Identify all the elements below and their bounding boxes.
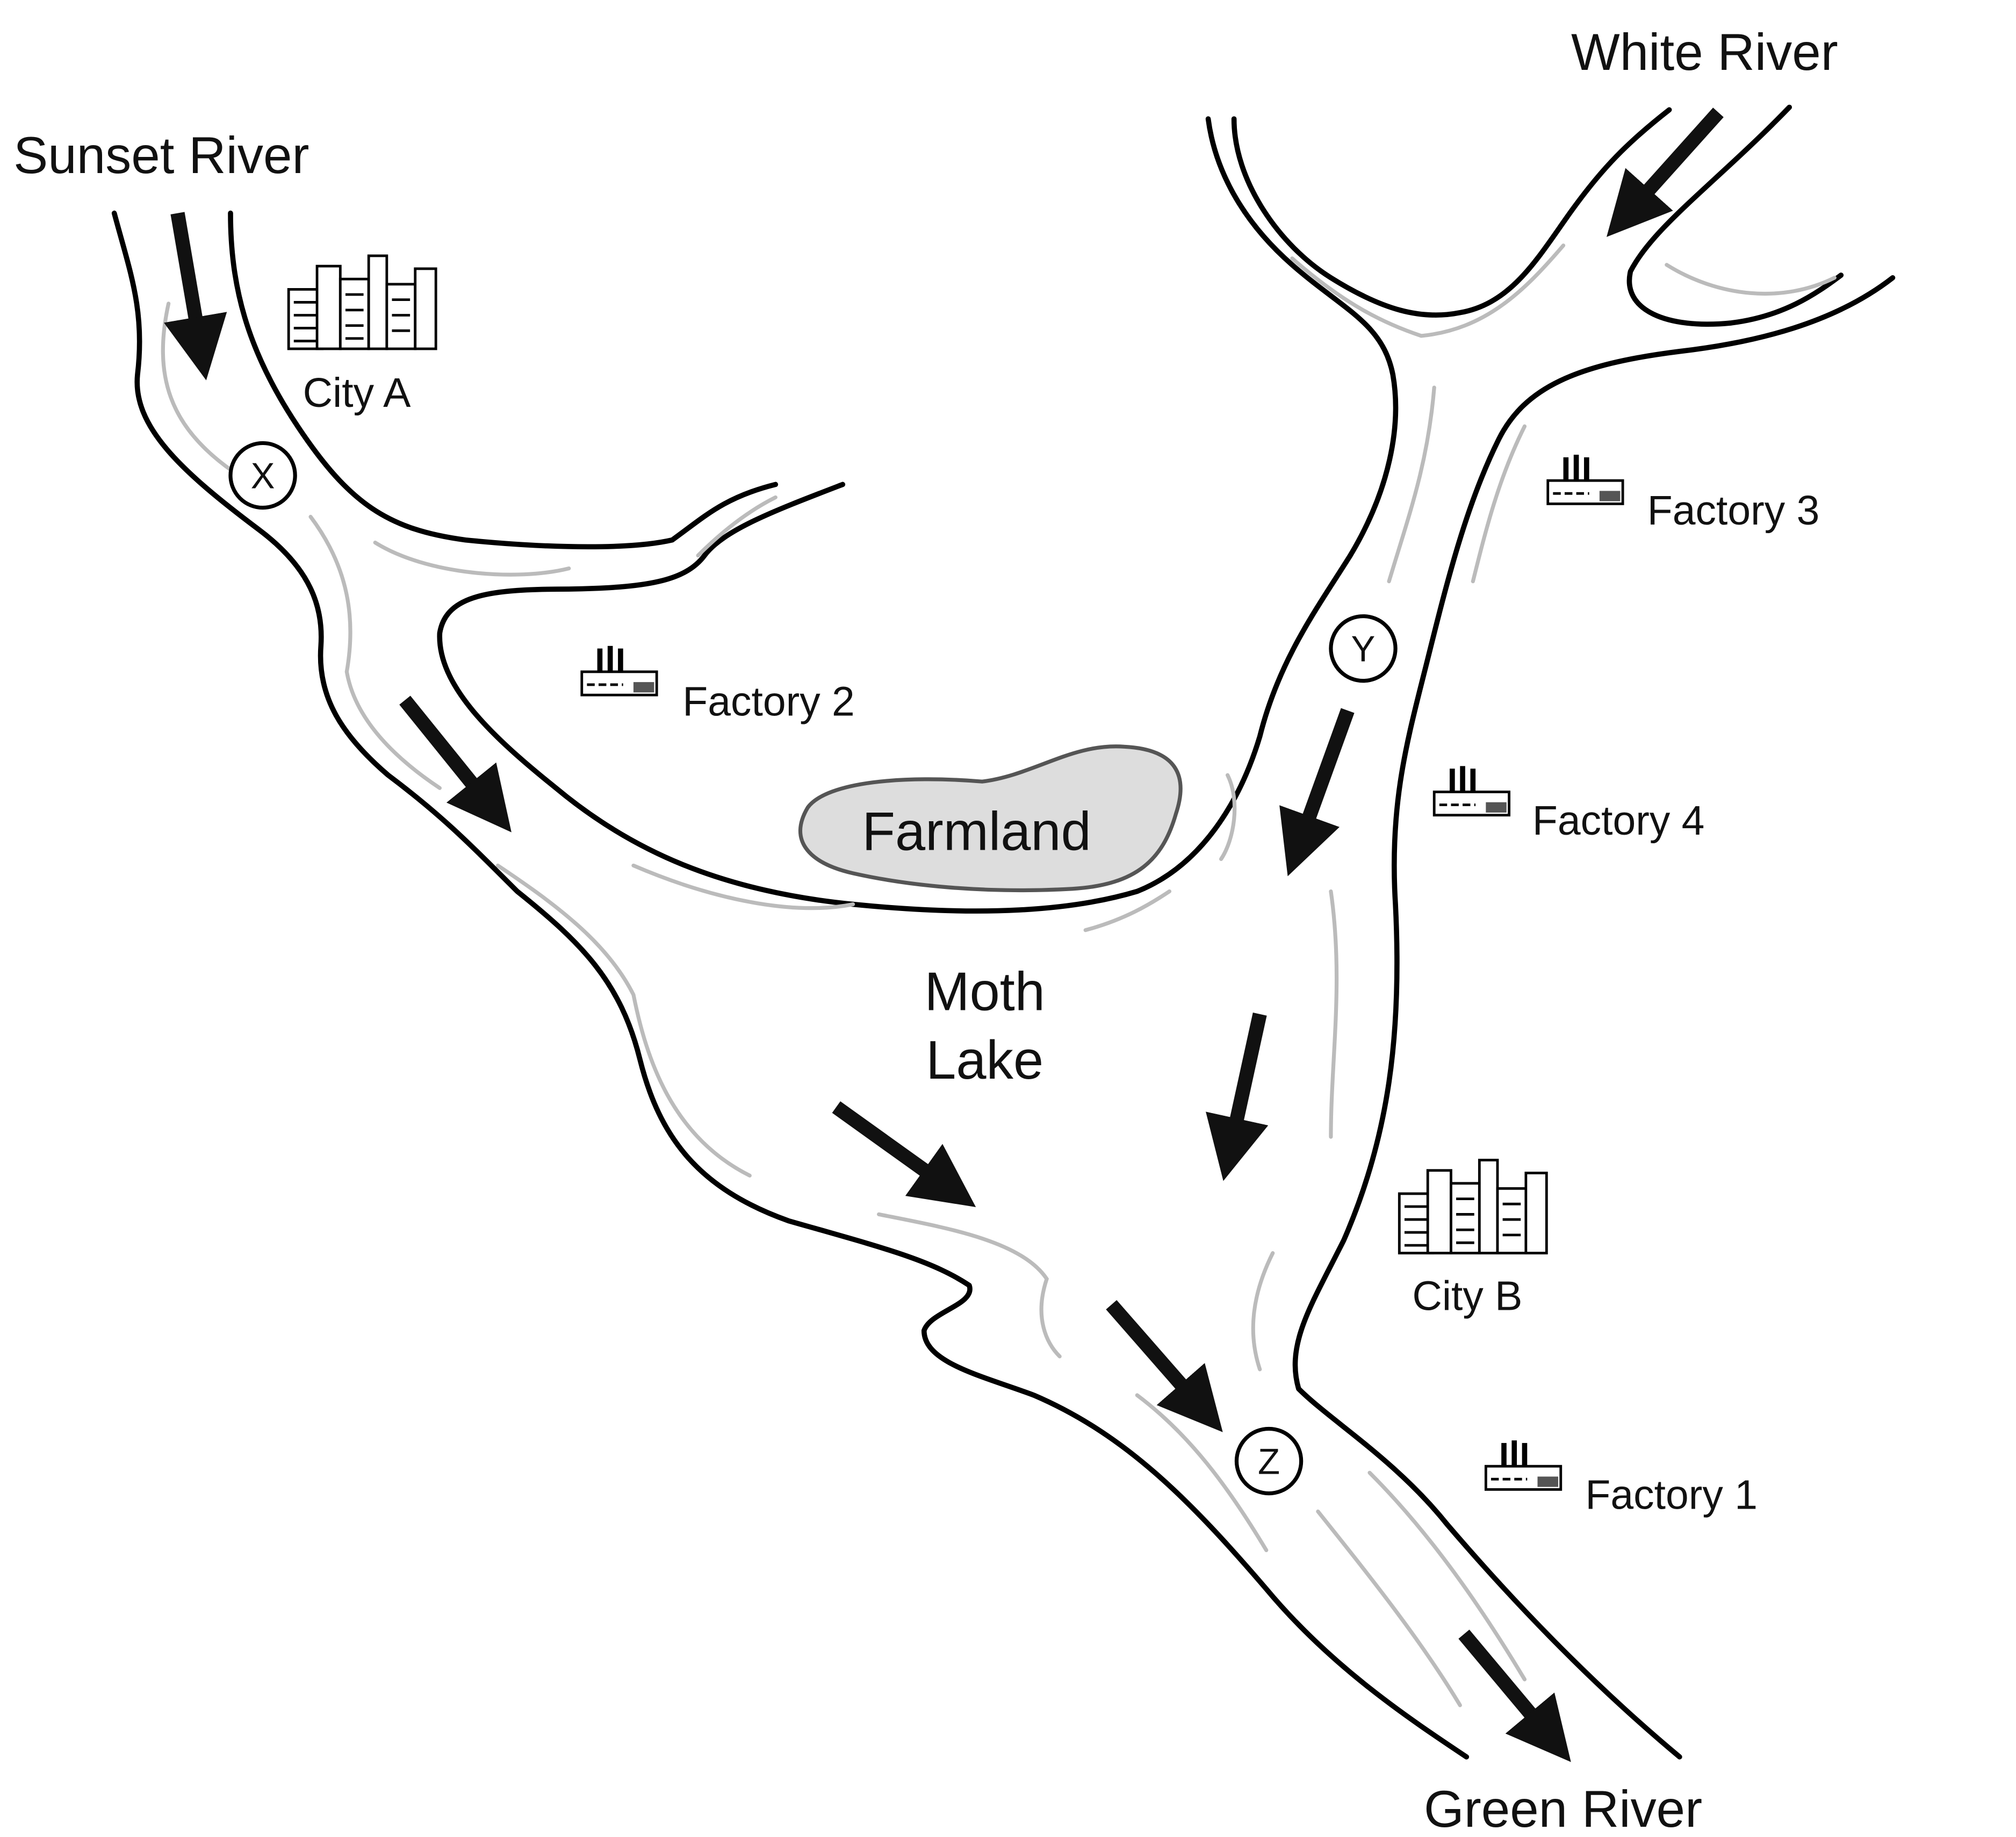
factory-2-label: Factory 2 — [682, 679, 855, 725]
white-river-label: White River — [1571, 24, 1838, 81]
white-river-left-upper-bank — [1231, 107, 1672, 318]
flow-arrows — [164, 107, 1724, 1762]
factory-1-label: Factory 1 — [1585, 1472, 1758, 1518]
factory-1-icon — [1486, 1440, 1560, 1489]
city-b-label: City B — [1412, 1273, 1522, 1319]
farmland-area — [798, 744, 1183, 893]
point-y: Y — [1329, 614, 1398, 683]
svg-text:X: X — [251, 456, 275, 497]
factory-4-label: Factory 4 — [1532, 798, 1705, 844]
point-z: Z — [1234, 1426, 1304, 1496]
moth-lake-label-line1: Moth — [925, 962, 1045, 1022]
green-river-label: Green River — [1424, 1781, 1702, 1837]
flow-arrow-icon — [1279, 708, 1355, 877]
sunset-river-left-bank — [111, 210, 1470, 1760]
farmland-bank — [437, 116, 1399, 914]
flow-arrow-icon — [1206, 1013, 1269, 1181]
flow-arrow-icon — [832, 1101, 976, 1207]
flow-arrow-icon — [1607, 107, 1724, 237]
factory-3-icon — [1548, 455, 1623, 504]
point-x: X — [228, 441, 297, 510]
white-river-right-bank — [1292, 275, 1896, 1760]
sunset-river-label: Sunset River — [13, 127, 309, 184]
flow-arrow-icon — [1458, 1630, 1571, 1762]
moth-lake-label-line2: Lake — [926, 1030, 1043, 1090]
farmland-label: Farmland — [862, 802, 1091, 862]
white-river-fork-bank — [1626, 104, 1844, 327]
flow-arrow-icon — [164, 212, 227, 381]
factory-4-icon — [1434, 766, 1509, 815]
factory-3-label: Factory 3 — [1647, 487, 1820, 534]
svg-text:Z: Z — [1258, 1442, 1280, 1482]
city-a-label: City A — [303, 370, 412, 416]
flow-arrow-icon — [399, 695, 512, 833]
water-ripples — [161, 243, 1837, 1707]
flow-arrow-icon — [1106, 1300, 1223, 1432]
city-a-icon — [289, 256, 436, 349]
svg-text:Y: Y — [1351, 629, 1376, 670]
factory-2-icon — [582, 646, 657, 695]
city-b-icon — [1399, 1160, 1546, 1253]
sunset-river-right-bank — [228, 210, 779, 550]
